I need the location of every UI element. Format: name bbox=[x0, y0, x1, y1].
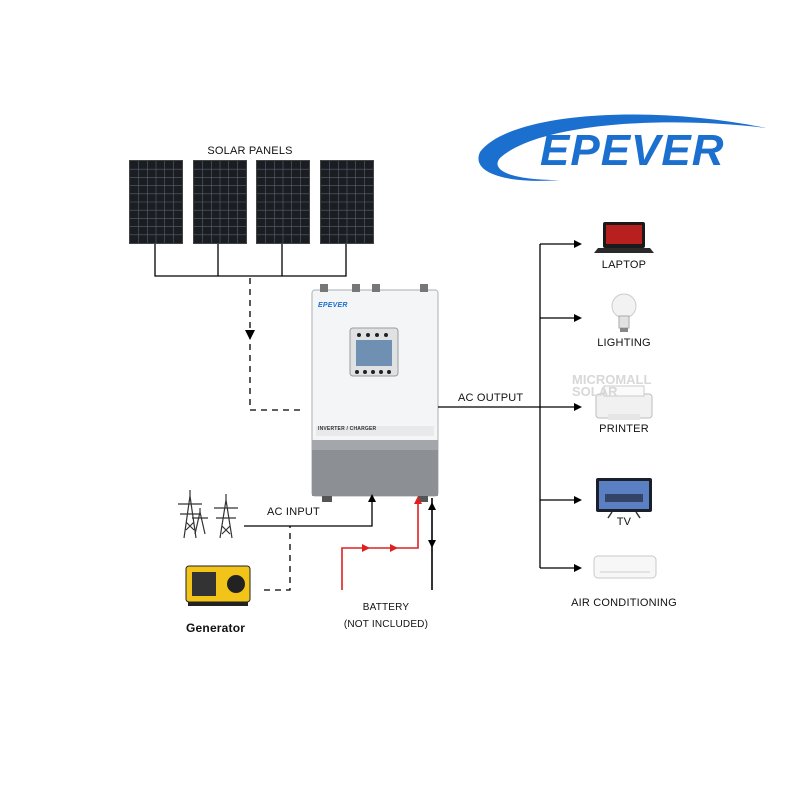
generator-icon bbox=[185, 565, 251, 606]
solar-wiring bbox=[154, 242, 347, 277]
solar-to-inverter-dashed bbox=[249, 278, 304, 411]
solar-panel bbox=[256, 160, 310, 244]
brand-logo-text: EPEVER bbox=[540, 126, 725, 175]
tv-icon bbox=[596, 478, 652, 519]
watermark-line-1: MICROMALL bbox=[572, 372, 652, 387]
printer-icon bbox=[595, 385, 653, 420]
laptop-icon bbox=[594, 222, 654, 253]
power-tower-icon bbox=[178, 490, 238, 539]
epever-logo bbox=[478, 114, 766, 181]
battery-note-label: (NOT INCLUDED) bbox=[343, 619, 429, 630]
solar-panels-label: SOLAR PANELS bbox=[207, 145, 293, 157]
printer-label: PRINTER bbox=[599, 423, 649, 435]
ac-input-label: AC INPUT bbox=[267, 506, 320, 518]
generator-label: Generator bbox=[186, 621, 246, 635]
ac-input-wiring bbox=[244, 498, 373, 527]
laptop-label: LAPTOP bbox=[601, 259, 647, 271]
battery-arrows bbox=[362, 496, 422, 552]
inverter-brand: EPEVER bbox=[318, 302, 348, 309]
solar-panel bbox=[193, 160, 247, 244]
inverter-label: INVERTER / CHARGER bbox=[318, 426, 377, 432]
inverter-unit bbox=[311, 284, 439, 502]
ac-input-arrow bbox=[368, 494, 376, 502]
ac-output-wiring bbox=[438, 243, 574, 569]
air-conditioner-icon bbox=[593, 555, 657, 579]
air-conditioning-label: AIR CONDITIONING bbox=[571, 597, 677, 609]
battery-label: BATTERY bbox=[362, 602, 410, 613]
solar-panel bbox=[129, 160, 183, 244]
generator-dashed-wiring bbox=[264, 526, 291, 591]
tv-label: TV bbox=[616, 516, 632, 528]
watermark-line-2: SOLAR bbox=[572, 384, 618, 399]
light-bulb-icon bbox=[611, 293, 637, 332]
watermark: MICROMALL SOLAR bbox=[572, 372, 652, 399]
output-arrows bbox=[574, 240, 582, 572]
solar-panel bbox=[320, 160, 374, 244]
solar-arrow bbox=[245, 330, 255, 340]
ac-output-label: AC OUTPUT bbox=[458, 392, 524, 404]
lighting-label: LIGHTING bbox=[597, 337, 651, 349]
battery-wiring bbox=[341, 498, 433, 590]
